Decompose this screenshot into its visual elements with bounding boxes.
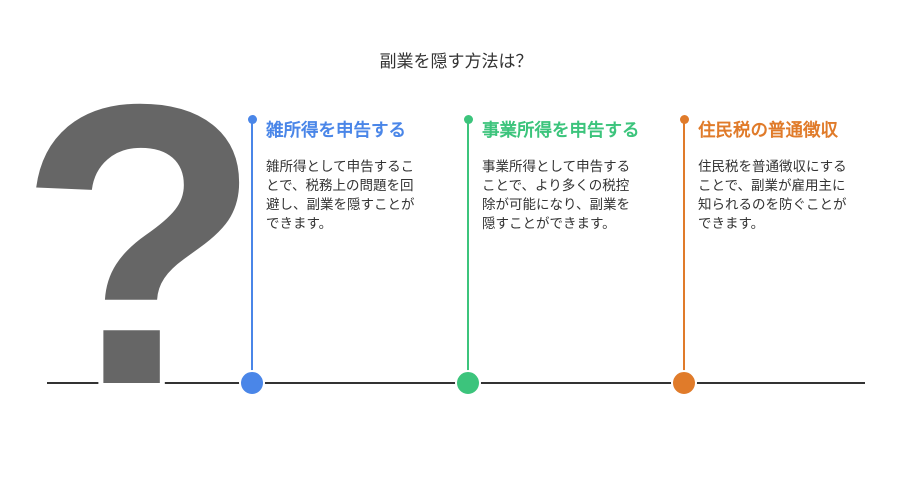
timeline-connector-2 xyxy=(467,120,469,382)
timeline-connector-1 xyxy=(251,120,253,382)
timeline-marker-2 xyxy=(455,370,481,396)
timeline-connector-3 xyxy=(683,120,685,382)
step-2: 事業所得を申告する 事業所得として申告することで、より多くの税控除が可能になり、… xyxy=(482,119,647,234)
step-heading: 住民税の普通徴収 xyxy=(698,121,838,141)
timeline-top-dot-1 xyxy=(247,115,257,124)
step-description: 雑所得として申告することで、税務上の問題を回避し、副業を隠すことができます。 xyxy=(266,159,415,232)
diagram-title: 副業を隠す方法は？ xyxy=(379,52,533,72)
timeline-marker-3 xyxy=(671,370,697,396)
question-mark-glyph: ? xyxy=(18,21,262,468)
step-1: 雑所得を申告する 雑所得として申告することで、税務上の問題を回避し、副業を隠すこ… xyxy=(266,119,431,234)
timeline-marker-1 xyxy=(239,370,265,396)
step-description: 住民税を普通徴収にすることで、副業が雇用主に知られるのを防ぐことができます。 xyxy=(698,159,847,232)
timeline-top-dot-2 xyxy=(463,115,473,124)
step-heading: 事業所得を申告する xyxy=(482,121,640,141)
step-description: 事業所得として申告することで、より多くの税控除が可能になり、副業を隠すことができ… xyxy=(482,159,631,232)
timeline-top-dot-3 xyxy=(679,115,689,124)
step-heading: 雑所得を申告する xyxy=(266,121,406,141)
step-3: 住民税の普通徴収 住民税を普通徴収にすることで、副業が雇用主に知られるのを防ぐこ… xyxy=(698,119,863,234)
